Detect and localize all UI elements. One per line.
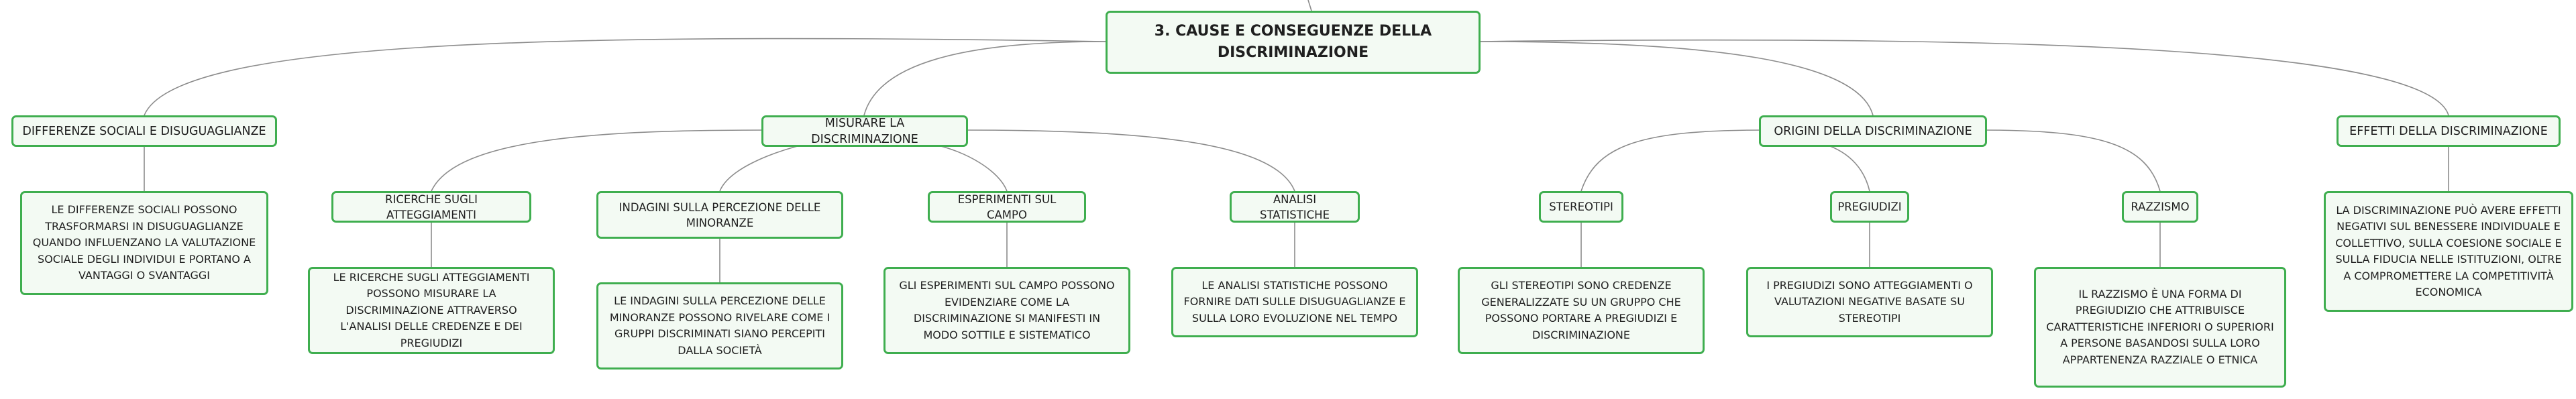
connector-misurare-analisi	[964, 129, 1295, 192]
subtopic-razzismo-label: RAZZISMO	[2131, 201, 2190, 213]
root-node[interactable]: 3. CAUSE E CONSEGUENZE DELLA DISCRIMINAZ…	[1106, 11, 1481, 74]
subtopic-stereotipi[interactable]: STEREOTIPI	[1539, 191, 1623, 223]
desc-effetti[interactable]: LA DISCRIMINAZIONE PUÒ AVERE EFFETTI NEG…	[2324, 191, 2573, 312]
connector-misurare-indagini	[719, 144, 806, 192]
connector-root-effetti	[1480, 39, 2449, 116]
subtopic-ricerche-atteggiamenti[interactable]: RICERCHE SUGLI ATTEGGIAMENTI	[331, 191, 531, 223]
desc-indagini-percezione[interactable]: LE INDAGINI SULLA PERCEZIONE DELLE MINOR…	[596, 282, 843, 369]
connector-root-origini	[1480, 41, 1874, 116]
subtopic-analisi-statistiche[interactable]: ANALISI STATISTICHE	[1230, 191, 1360, 223]
subtopic-indagini-percezione[interactable]: INDAGINI SULLA PERCEZIONE DELLE MINORANZ…	[596, 191, 843, 239]
connector-origini-razzismo	[1982, 129, 2161, 192]
topic-origini[interactable]: ORIGINI DELLA DISCRIMINAZIONE	[1759, 115, 1987, 147]
desc-esperimenti-campo-text: GLI ESPERIMENTI SUL CAMPO POSSONO EVIDEN…	[899, 279, 1115, 341]
desc-analisi-statistiche-text: LE ANALISI STATISTICHE POSSONO FORNIRE D…	[1183, 278, 1406, 325]
subtopic-pregiudizi[interactable]: PREGIUDIZI	[1830, 191, 1909, 223]
connector-origini-pregiudizi	[1824, 144, 1870, 192]
desc-pregiudizi[interactable]: I PREGIUDIZI SONO ATTEGGIAMENTI O VALUTA…	[1746, 267, 1993, 337]
topic-misurare-label: MISURARE LA DISCRIMINAZIONE	[811, 116, 918, 146]
desc-effetti-text: LA DISCRIMINAZIONE PUÒ AVERE EFFETTI NEG…	[2335, 203, 2562, 299]
desc-razzismo[interactable]: IL RAZZISMO È UNA FORMA DI PREGIUDIZIO C…	[2034, 267, 2286, 388]
desc-differenze-sociali[interactable]: LE DIFFERENZE SOCIALI POSSONO TRASFORMAR…	[20, 191, 268, 295]
desc-differenze-sociali-text: LE DIFFERENZE SOCIALI POSSONO TRASFORMAR…	[32, 203, 256, 282]
desc-esperimenti-campo[interactable]: GLI ESPERIMENTI SUL CAMPO POSSONO EVIDEN…	[883, 267, 1130, 354]
topic-origini-label: ORIGINI DELLA DISCRIMINAZIONE	[1774, 124, 1972, 138]
connector-misurare-esperimenti	[932, 144, 1008, 192]
topic-effetti[interactable]: EFFETTI DELLA DISCRIMINAZIONE	[2337, 115, 2561, 147]
subtopic-indagini-percezione-label: INDAGINI SULLA PERCEZIONE DELLE MINORANZ…	[619, 201, 821, 229]
connector-misurare-ricerche	[431, 129, 765, 192]
desc-ricerche-atteggiamenti-text: LE RICERCHE SUGLI ATTEGGIAMENTI POSSONO …	[333, 270, 530, 349]
subtopic-esperimenti-campo-label: ESPERIMENTI SUL CAMPO	[957, 192, 1057, 221]
desc-razzismo-text: IL RAZZISMO È UNA FORMA DI PREGIUDIZIO C…	[2046, 287, 2274, 366]
topic-differenze-sociali-label: DIFFERENZE SOCIALI E DISUGUAGLIANZE	[22, 124, 266, 138]
desc-pregiudizi-text: I PREGIUDIZI SONO ATTEGGIAMENTI O VALUTA…	[1766, 278, 1973, 325]
subtopic-esperimenti-campo[interactable]: ESPERIMENTI SUL CAMPO	[928, 191, 1086, 223]
subtopic-analisi-statistiche-label: ANALISI STATISTICHE	[1260, 192, 1330, 221]
connector-root-differenze	[144, 38, 1106, 116]
desc-stereotipi[interactable]: GLI STEREOTIPI SONO CREDENZE GENERALIZZA…	[1458, 267, 1705, 354]
desc-ricerche-atteggiamenti[interactable]: LE RICERCHE SUGLI ATTEGGIAMENTI POSSONO …	[308, 267, 555, 354]
subtopic-ricerche-atteggiamenti-label: RICERCHE SUGLI ATTEGGIAMENTI	[385, 192, 478, 221]
root-title: 3. CAUSE E CONSEGUENZE DELLA DISCRIMINAZ…	[1154, 23, 1432, 61]
topic-effetti-label: EFFETTI DELLA DISCRIMINAZIONE	[2349, 124, 2548, 138]
connector-origini-stereotipi	[1580, 129, 1764, 192]
topic-misurare[interactable]: MISURARE LA DISCRIMINAZIONE	[761, 115, 968, 147]
subtopic-stereotipi-label: STEREOTIPI	[1549, 201, 1613, 213]
topic-differenze-sociali[interactable]: DIFFERENZE SOCIALI E DISUGUAGLIANZE	[11, 115, 277, 147]
connector-parent-root	[1307, 0, 1312, 11]
connector-root-misurare	[863, 41, 1106, 116]
desc-stereotipi-text: GLI STEREOTIPI SONO CREDENZE GENERALIZZA…	[1481, 279, 1681, 341]
subtopic-razzismo[interactable]: RAZZISMO	[2122, 191, 2198, 223]
desc-indagini-percezione-text: LE INDAGINI SULLA PERCEZIONE DELLE MINOR…	[609, 294, 830, 357]
subtopic-pregiudizi-label: PREGIUDIZI	[1837, 201, 1902, 213]
desc-analisi-statistiche[interactable]: LE ANALISI STATISTICHE POSSONO FORNIRE D…	[1171, 267, 1418, 337]
